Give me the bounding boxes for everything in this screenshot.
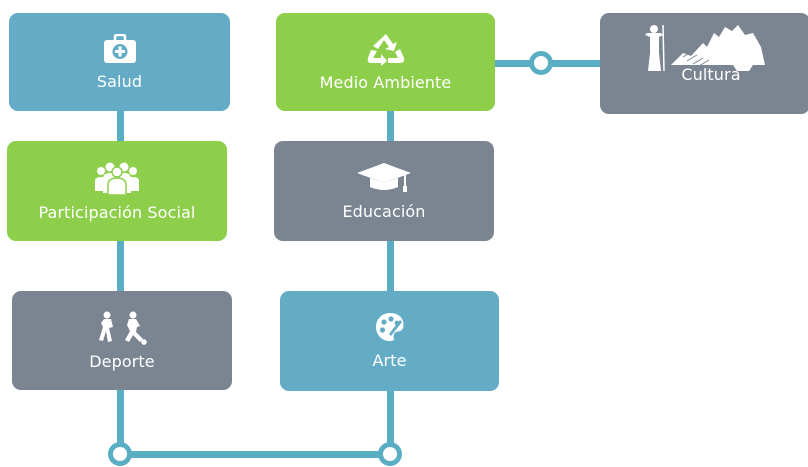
first-aid-kit-icon (103, 33, 137, 64)
paint-palette-icon (375, 312, 405, 342)
card-deporte[interactable]: Deporte (12, 291, 232, 390)
card-cultura[interactable]: Cultura (600, 13, 808, 114)
connector-deporte-bottom (117, 388, 124, 448)
card-cultura-label: Cultura (681, 65, 741, 84)
soccer-players-icon (96, 311, 148, 345)
card-salud-label: Salud (96, 71, 143, 91)
card-educacion-label: Educación (342, 202, 426, 221)
connector-participacion-deporte (117, 238, 124, 292)
connector-educacion-arte (387, 238, 394, 292)
connector-salud-participacion (117, 110, 124, 144)
card-medio-ambiente[interactable]: Medio Ambiente (276, 13, 495, 111)
card-deporte-label: Deporte (89, 351, 155, 371)
card-arte-label: Arte (372, 351, 407, 370)
connector-node-top-right (529, 51, 553, 75)
connector-node-bottom-left (108, 442, 132, 466)
connector-arte-bottom (387, 388, 394, 448)
card-participacion-social[interactable]: Participación Social (7, 141, 227, 241)
connector-node-bottom-right (378, 442, 402, 466)
people-group-icon (93, 161, 141, 195)
graduation-cap-icon (355, 161, 413, 193)
card-arte[interactable]: Arte (280, 291, 499, 391)
card-participacion-label: Participación Social (38, 202, 196, 222)
connector-bottom-horizontal (122, 451, 390, 458)
machu-picchu-icon (641, 21, 769, 79)
recycle-icon (367, 32, 405, 66)
connector-medio-educacion (387, 110, 394, 144)
card-salud[interactable]: Salud (9, 13, 230, 111)
card-medio-ambiente-label: Medio Ambiente (319, 73, 452, 92)
card-educacion[interactable]: Educación (274, 141, 494, 241)
